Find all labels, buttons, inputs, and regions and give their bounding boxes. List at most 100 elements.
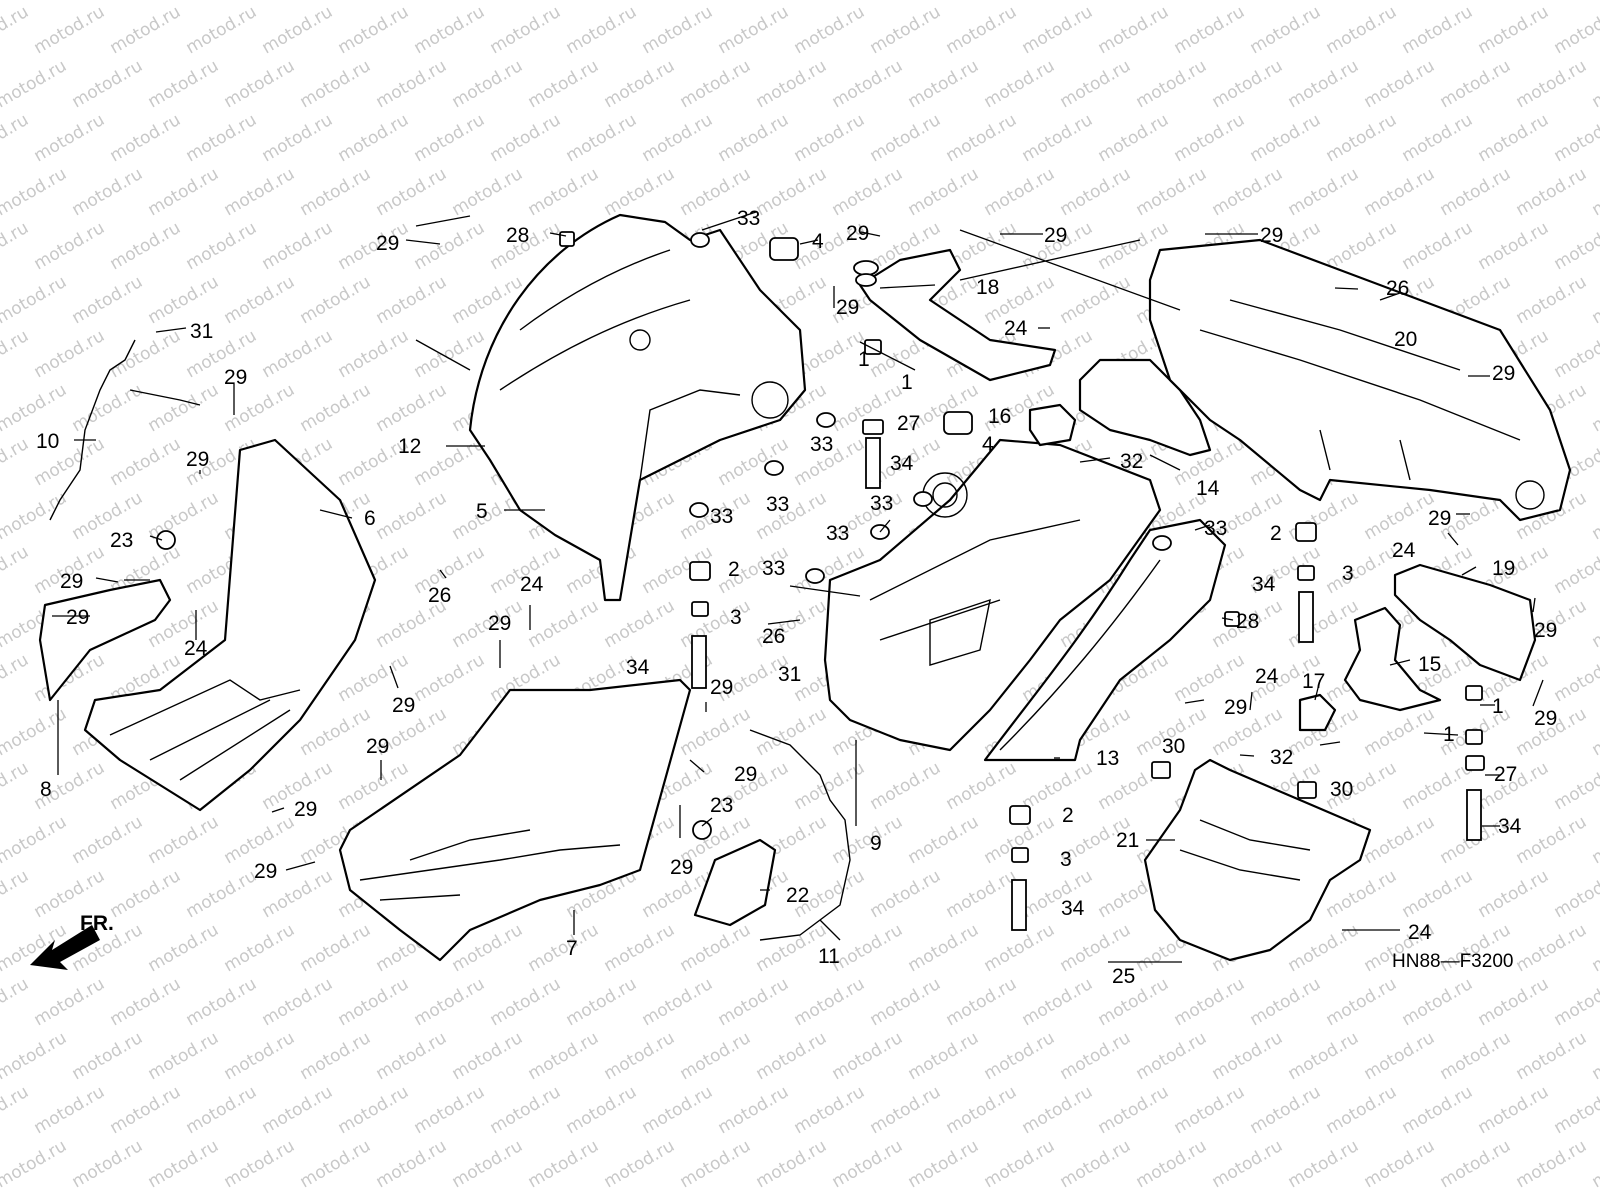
watermark-text: motod.ru <box>1095 2 1173 58</box>
watermark-text: motod.ru <box>487 2 565 58</box>
watermark-text: motod.ru <box>0 380 70 436</box>
watermark-text: motod.ru <box>31 2 109 58</box>
watermark-text: motod.ru <box>829 0 907 4</box>
watermark-text: motod.ru <box>107 434 185 490</box>
watermark-text: motod.ru <box>69 56 147 112</box>
callout-24: 24 <box>1392 539 1416 562</box>
callout-layer: 1 1 1 1 2 2 2 3 3 3 4 4 5 6 7 8 9 10 11 … <box>36 207 1557 988</box>
watermark-text: motod.ru <box>0 650 32 706</box>
callout-33: 33 <box>810 433 833 456</box>
watermark-text: motod.ru <box>563 110 641 166</box>
watermark-text: motod.ru <box>829 56 907 112</box>
watermark-text: motod.ru <box>297 1028 375 1084</box>
front-arrow-icon <box>30 925 100 970</box>
watermark-text: motod.ru <box>1589 920 1600 976</box>
watermark-text: motod.ru <box>753 488 831 544</box>
watermark-text: motod.ru <box>259 2 337 58</box>
watermark-text: motod.ru <box>905 0 983 4</box>
watermark-text: motod.ru <box>259 1082 337 1138</box>
watermark-text: motod.ru <box>525 56 603 112</box>
watermark-text: motod.ru <box>1513 56 1591 112</box>
callout-28: 28 <box>506 224 529 247</box>
watermark-text: motod.ru <box>1589 596 1600 652</box>
watermark-text: motod.ru <box>943 974 1021 1030</box>
watermark-text: motod.ru <box>1589 704 1600 760</box>
callout-29: 29 <box>186 448 209 471</box>
watermark-text: motod.ru <box>1551 974 1600 1030</box>
watermark-text: motod.ru <box>259 110 337 166</box>
watermark-text: motod.ru <box>981 164 1059 220</box>
callout-32: 32 <box>1270 746 1293 769</box>
watermark-text: motod.ru <box>107 110 185 166</box>
callout-29: 29 <box>1044 224 1067 247</box>
watermark-text: motod.ru <box>829 1136 907 1192</box>
watermark-text: motod.ru <box>1209 1028 1287 1084</box>
watermark-text: motod.ru <box>601 1028 679 1084</box>
watermark-text: motod.ru <box>221 1136 299 1192</box>
watermark-text: motod.ru <box>0 1028 70 1084</box>
callout-12: 12 <box>398 435 421 458</box>
callout-31: 31 <box>778 663 801 686</box>
callout-4: 4 <box>982 433 994 456</box>
callout-26: 26 <box>428 584 451 607</box>
watermark-text: motod.ru <box>1019 866 1097 922</box>
watermark-text: motod.ru <box>525 1028 603 1084</box>
watermark-text: motod.ru <box>1513 812 1591 868</box>
callout-14: 14 <box>1196 477 1220 500</box>
watermark-text: motod.ru <box>0 0 70 4</box>
watermark-text: motod.ru <box>69 380 147 436</box>
watermark-text: motod.ru <box>1589 1136 1600 1192</box>
watermark-text: motod.ru <box>525 920 603 976</box>
watermark-text: motod.ru <box>867 758 945 814</box>
watermark-text: motod.ru <box>1057 164 1135 220</box>
watermark-text: motod.ru <box>1513 1136 1591 1192</box>
callout-29: 29 <box>670 856 693 879</box>
watermark-text: motod.ru <box>601 56 679 112</box>
callout-20: 20 <box>1394 328 1417 351</box>
watermark-text: motod.ru <box>0 1082 32 1138</box>
watermark-text: motod.ru <box>145 1136 223 1192</box>
callout-34: 34 <box>890 452 914 475</box>
watermark-text: motod.ru <box>1285 0 1363 4</box>
watermark-text: motod.ru <box>1247 1082 1325 1138</box>
watermark-text: motod.ru <box>1589 812 1600 868</box>
watermark-text: motod.ru <box>1551 2 1600 58</box>
watermark-text: motod.ru <box>1133 56 1211 112</box>
watermark-text: motod.ru <box>221 920 299 976</box>
watermark-text: motod.ru <box>867 110 945 166</box>
watermark-text: motod.ru <box>449 56 527 112</box>
watermark-text: motod.ru <box>145 488 223 544</box>
watermark-text: motod.ru <box>107 326 185 382</box>
callout-33: 33 <box>737 207 760 230</box>
callout-11: 11 <box>818 945 840 968</box>
watermark-text: motod.ru <box>1589 272 1600 328</box>
watermark-text: motod.ru <box>1551 650 1600 706</box>
watermark-text: motod.ru <box>221 56 299 112</box>
front-label: FR. <box>80 912 114 935</box>
callout-25: 25 <box>1112 965 1135 988</box>
callout-2: 2 <box>1270 522 1282 545</box>
watermark-text: motod.ru <box>943 2 1021 58</box>
watermark-text: motod.ru <box>715 974 793 1030</box>
watermark-text: motod.ru <box>1171 110 1249 166</box>
watermark-text: motod.ru <box>145 812 223 868</box>
watermark-text: motod.ru <box>1475 2 1553 58</box>
watermark-text: motod.ru <box>1323 2 1401 58</box>
watermark-text: motod.ru <box>1589 56 1600 112</box>
callout-30: 30 <box>1162 735 1185 758</box>
watermark-text: motod.ru <box>411 110 489 166</box>
watermark-text: motod.ru <box>1513 920 1591 976</box>
callout-6: 6 <box>364 507 376 530</box>
callout-7: 7 <box>566 937 578 960</box>
callout-8: 8 <box>40 778 52 801</box>
watermark-text: motod.ru <box>145 920 223 976</box>
watermark-text: motod.ru <box>183 2 261 58</box>
diagram-code: HN88—F3200 <box>1392 951 1513 972</box>
watermark-text: motod.ru <box>1247 2 1325 58</box>
watermark-text: motod.ru <box>1133 1136 1211 1192</box>
watermark-text: motod.ru <box>981 56 1059 112</box>
callout-24: 24 <box>1004 317 1028 340</box>
callout-26: 26 <box>1386 277 1409 300</box>
watermark-text: motod.ru <box>259 974 337 1030</box>
